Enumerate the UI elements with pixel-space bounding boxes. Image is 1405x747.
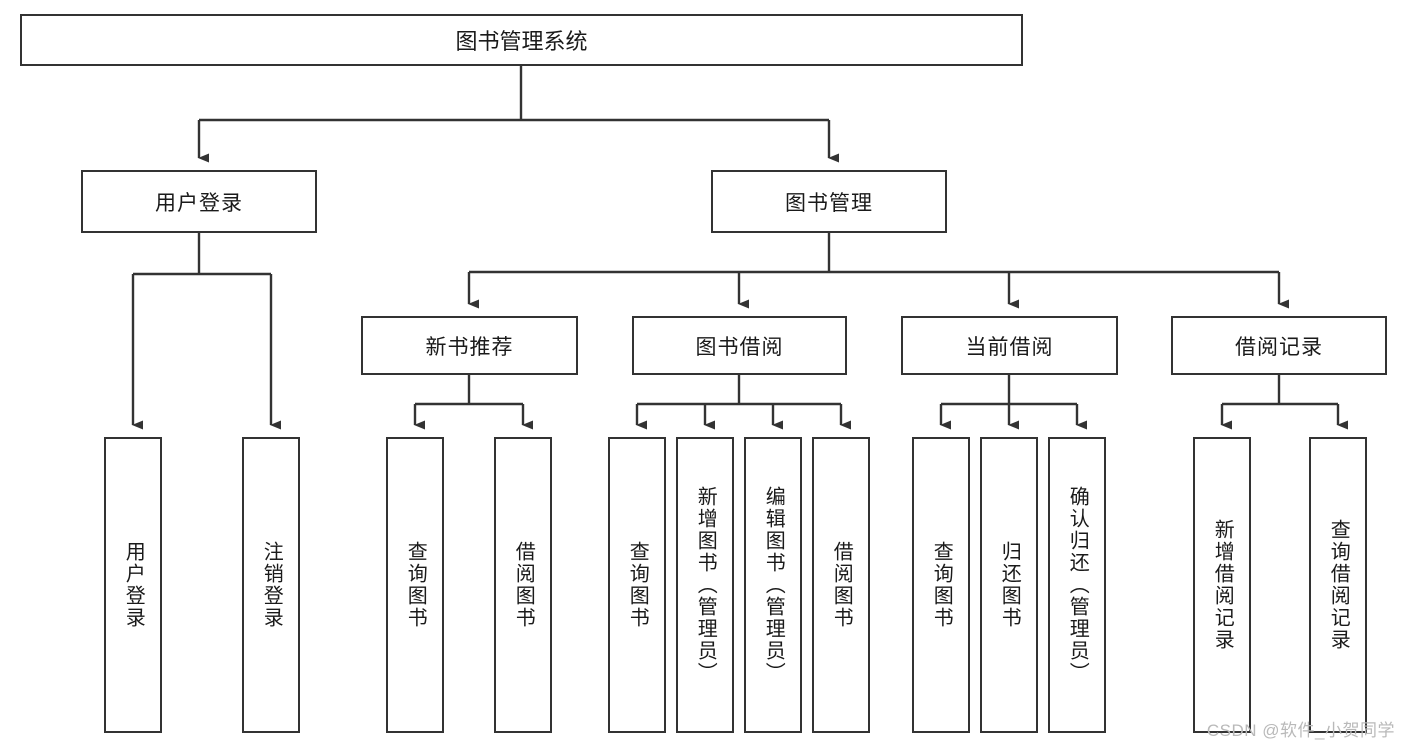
node-borrow-record[interactable]: 借阅记录 [1171, 316, 1387, 375]
node-user-logout-action-label: 注销登录 [260, 541, 283, 629]
node-return-book-label: 归还图书 [998, 541, 1021, 629]
node-query-book-3-label: 查询图书 [930, 541, 953, 629]
node-confirm-return-admin-label: 确认归还（管理员） [1066, 486, 1089, 684]
node-borrow-book-2-label: 借阅图书 [830, 541, 853, 629]
node-add-borrow-record-label: 新增借阅记录 [1211, 519, 1234, 651]
node-new-book-recommend[interactable]: 新书推荐 [361, 316, 578, 375]
node-book-borrow[interactable]: 图书借阅 [632, 316, 847, 375]
node-query-book-1[interactable]: 查询图书 [386, 437, 444, 733]
node-add-book-admin-label: 新增图书（管理员） [694, 486, 717, 684]
node-borrow-record-label: 借阅记录 [1235, 335, 1323, 359]
node-edit-book-admin-label: 编辑图书（管理员） [762, 486, 785, 684]
node-query-borrow-record-label: 查询借阅记录 [1327, 519, 1350, 651]
node-borrow-book-1[interactable]: 借阅图书 [494, 437, 552, 733]
node-add-borrow-record[interactable]: 新增借阅记录 [1193, 437, 1251, 733]
node-query-book-1-label: 查询图书 [404, 541, 427, 629]
node-root[interactable]: 图书管理系统 [20, 14, 1023, 66]
node-query-borrow-record[interactable]: 查询借阅记录 [1309, 437, 1367, 733]
node-query-book-2[interactable]: 查询图书 [608, 437, 666, 733]
node-edit-book-admin[interactable]: 编辑图书（管理员） [744, 437, 802, 733]
node-current-borrow-label: 当前借阅 [965, 335, 1054, 359]
node-root-label: 图书管理系统 [455, 29, 588, 54]
node-book-borrow-label: 图书借阅 [695, 335, 784, 359]
node-return-book[interactable]: 归还图书 [980, 437, 1038, 733]
node-book-management[interactable]: 图书管理 [711, 170, 947, 233]
node-user-login-label: 用户登录 [155, 191, 243, 215]
node-user-login-action[interactable]: 用户登录 [104, 437, 162, 733]
node-book-management-label: 图书管理 [785, 191, 873, 215]
node-query-book-3[interactable]: 查询图书 [912, 437, 970, 733]
node-add-book-admin[interactable]: 新增图书（管理员） [676, 437, 734, 733]
node-current-borrow[interactable]: 当前借阅 [901, 316, 1118, 375]
node-user-logout-action[interactable]: 注销登录 [242, 437, 300, 733]
watermark-text: CSDN @软件_小贺同学 [1206, 721, 1395, 740]
node-user-login-action-label: 用户登录 [122, 541, 145, 629]
node-borrow-book-1-label: 借阅图书 [512, 541, 535, 629]
node-new-book-recommend-label: 新书推荐 [425, 335, 514, 359]
node-query-book-2-label: 查询图书 [626, 541, 649, 629]
node-confirm-return-admin[interactable]: 确认归还（管理员） [1048, 437, 1106, 733]
node-user-login[interactable]: 用户登录 [81, 170, 317, 233]
node-borrow-book-2[interactable]: 借阅图书 [812, 437, 870, 733]
